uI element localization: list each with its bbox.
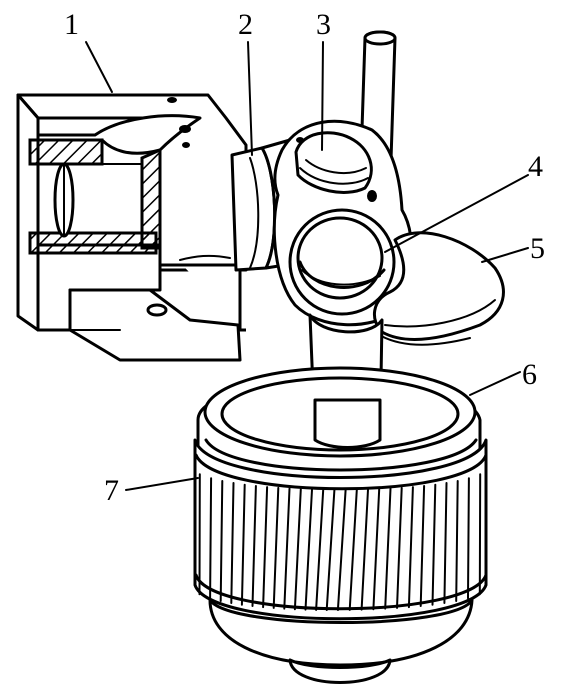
part-label-5: 5	[530, 232, 545, 265]
part-labels: 1 2 3 4 5 6 7	[64, 8, 545, 507]
knurl-groove	[431, 483, 437, 606]
knurl-groove	[372, 488, 381, 611]
part-label-2: 2	[238, 8, 253, 41]
part-label-3: 3	[316, 8, 331, 41]
knurl-groove	[219, 480, 224, 602]
knurl-grooves	[198, 473, 482, 611]
knurl-groove	[455, 480, 459, 602]
knurl-groove	[240, 483, 246, 606]
knurl-groove	[272, 486, 280, 609]
part-label-6: 6	[522, 358, 537, 391]
part-label-1: 1	[64, 8, 79, 41]
knurl-groove	[443, 482, 448, 604]
part-label-4: 4	[528, 150, 543, 183]
knurl-groove	[467, 477, 470, 600]
lens-housing-block	[16, 93, 248, 362]
knurl-groove	[336, 489, 347, 611]
knurl-groove	[283, 487, 291, 610]
knurl-groove	[230, 482, 235, 604]
top-rim-ring	[196, 366, 482, 491]
knurl-groove	[360, 488, 369, 611]
knurl-groove	[209, 477, 213, 600]
leader-lines	[85, 41, 529, 491]
knurl-groove	[315, 488, 325, 611]
knurl-groove	[419, 485, 426, 607]
knurl-groove	[325, 489, 336, 611]
knurl-groove	[396, 486, 403, 609]
knurl-groove	[348, 488, 358, 611]
knurl-groove	[293, 488, 302, 611]
ring	[288, 208, 396, 316]
knurled-knob	[193, 438, 488, 684]
part-label-7: 7	[104, 474, 119, 507]
knurl-groove	[251, 485, 257, 607]
knurl-groove	[384, 487, 392, 610]
knurl-groove	[304, 488, 313, 611]
knurl-groove	[262, 486, 269, 609]
curved-lever-arm	[371, 231, 505, 346]
knurl-groove	[407, 486, 414, 609]
